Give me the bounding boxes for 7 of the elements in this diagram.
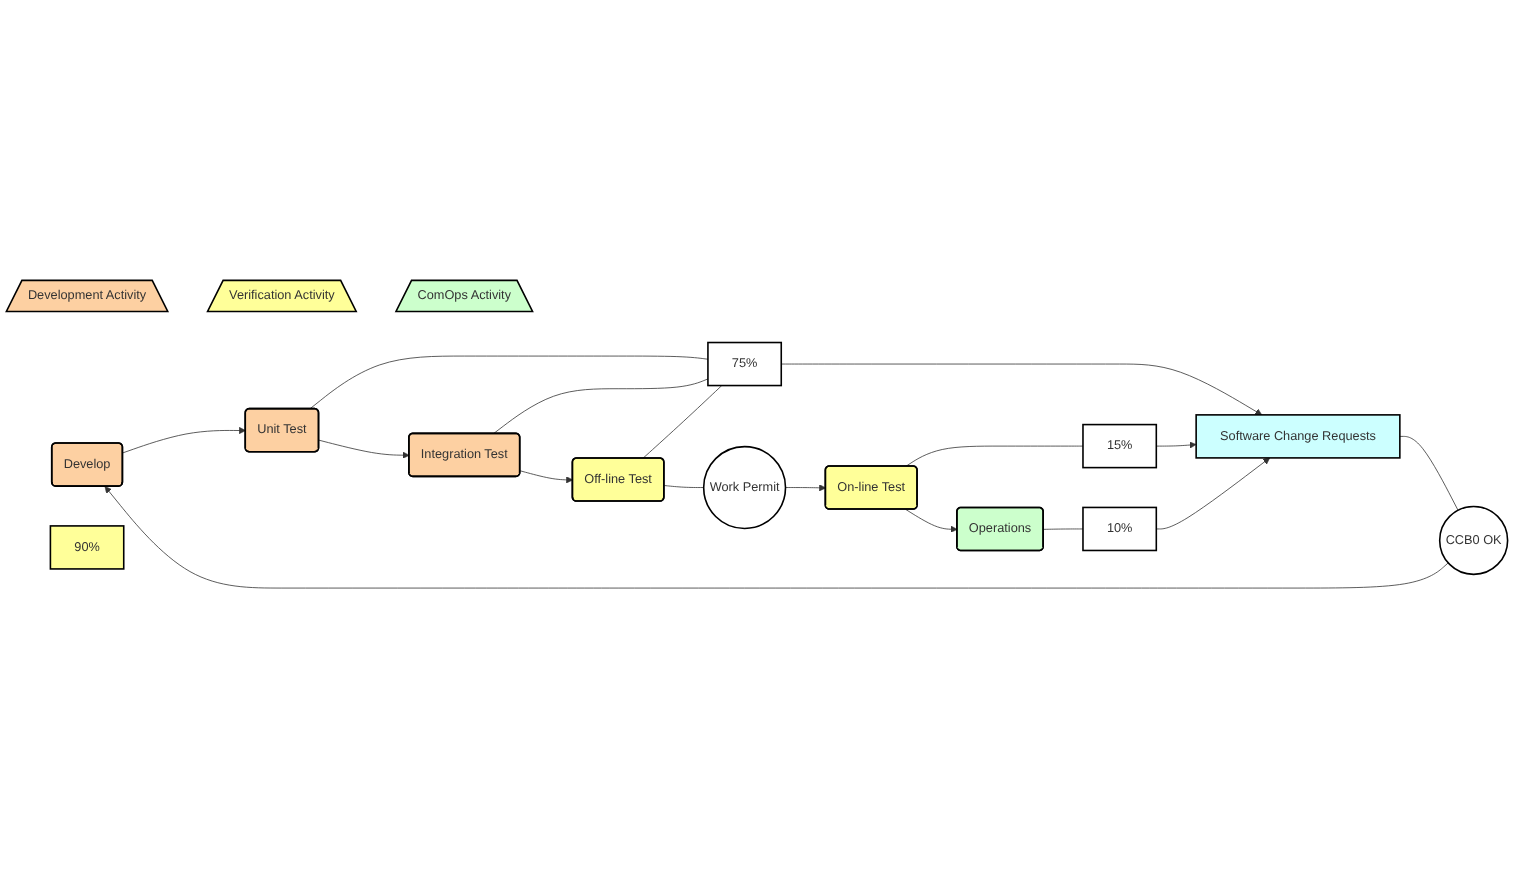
connector xyxy=(1399,436,1459,512)
connector xyxy=(905,446,1084,468)
connector xyxy=(492,379,709,435)
connector xyxy=(1043,529,1084,531)
connector xyxy=(642,385,723,460)
connector xyxy=(663,485,705,489)
connector xyxy=(309,356,709,411)
